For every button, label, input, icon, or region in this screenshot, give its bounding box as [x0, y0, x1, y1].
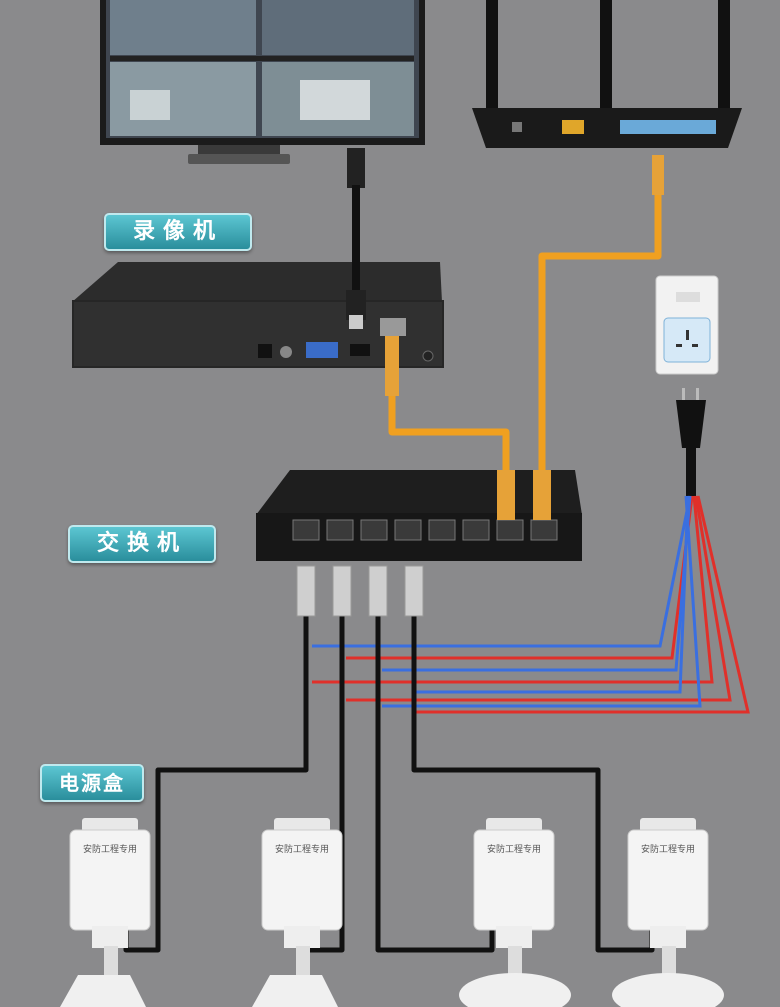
- router: [472, 0, 742, 148]
- switch-plug-8: [533, 470, 551, 520]
- power-box-1: [60, 818, 151, 1007]
- power-socket: [655, 275, 719, 375]
- nvr-label: 录像机: [104, 213, 252, 251]
- power-box-label: 电源盒: [40, 764, 144, 802]
- monitor: [100, 0, 425, 164]
- power-plug: [676, 388, 706, 496]
- power-box-1-caption: 安防工程专用: [83, 843, 137, 855]
- power-wires: [312, 495, 750, 714]
- hdmi-cable: [346, 148, 366, 329]
- nvr-device: [72, 262, 444, 368]
- power-box-4-caption: 安防工程专用: [641, 843, 695, 855]
- power-box-2-caption: 安防工程专用: [275, 843, 329, 855]
- router-rj45-plug: [652, 155, 664, 195]
- power-box-3-caption: 安防工程专用: [487, 843, 541, 855]
- power-box-4: [612, 818, 724, 1007]
- network-cables: [123, 610, 655, 953]
- switch-plug-7: [497, 470, 515, 520]
- switch-label: 交换机: [68, 525, 216, 563]
- power-box-2: [252, 818, 343, 1007]
- power-box-3: [459, 818, 571, 1007]
- switch-down-plugs: [296, 565, 424, 617]
- nvr-rj45-plug: [385, 336, 399, 396]
